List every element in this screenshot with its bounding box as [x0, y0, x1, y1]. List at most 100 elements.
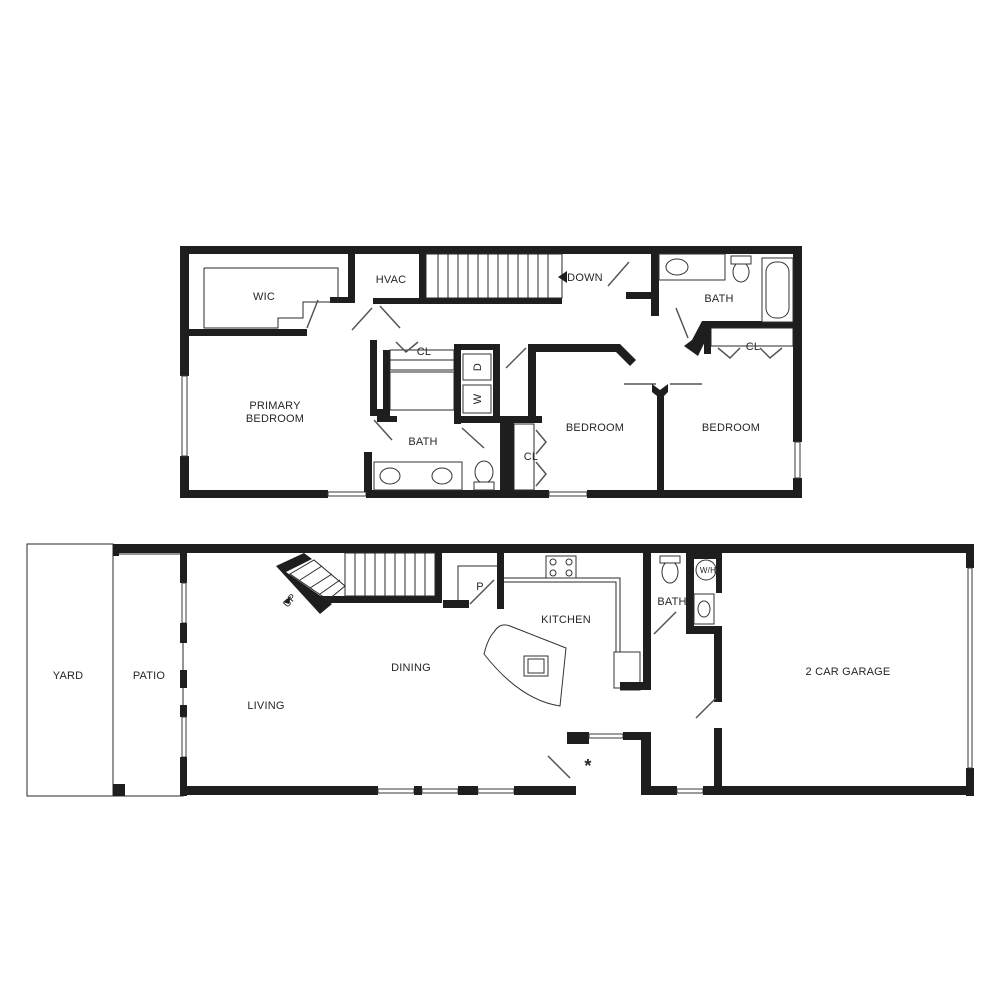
- lower-bath-sink-icon: [697, 600, 711, 618]
- wh-wall-right: [716, 553, 722, 593]
- lower-stair-outline: [344, 552, 436, 597]
- center-laundry-shelf: [389, 371, 455, 411]
- upper-wall-right-bottom: [793, 478, 802, 498]
- wic-wall-right: [348, 254, 355, 300]
- upper-stair-outline: [425, 253, 563, 299]
- wh-wall: [694, 553, 722, 559]
- small-cl-door: [535, 429, 547, 455]
- label-closet-right: CL: [746, 341, 760, 353]
- lower-wall-top: [113, 544, 974, 553]
- bedroom-center-wall-left: [528, 344, 536, 420]
- lower-bath-toilet-icon: [661, 560, 679, 584]
- upper-wall-bottom-a: [180, 490, 328, 498]
- label-kitchen: KITCHEN: [541, 614, 591, 626]
- lower-window-left-b: [181, 716, 187, 758]
- bath-tr-wall-left: [651, 254, 659, 316]
- lower-wall-bottom-b: [414, 786, 422, 795]
- label-primary-line1: PRIMARY: [249, 400, 301, 412]
- wic-wall-jog: [330, 297, 355, 303]
- bath-tr-tub-inner: [765, 261, 790, 319]
- hvac-door-2: [379, 305, 401, 329]
- kitchen-bath-wall: [643, 553, 651, 689]
- entry-marker: *: [584, 756, 591, 776]
- label-bath-center: BATH: [408, 436, 437, 448]
- center-closet-door: [395, 341, 419, 354]
- center-bath-door-a: [373, 419, 393, 441]
- label-wic: WIC: [253, 291, 275, 303]
- label-closet-center: CL: [417, 346, 431, 358]
- lower-wall-bottom-a: [180, 786, 378, 795]
- label-lower-bath: BATH: [657, 596, 686, 608]
- lower-wall-right-top: [966, 544, 974, 568]
- lower-wall-bottom-c: [458, 786, 478, 795]
- label-water-heater: W/H: [700, 566, 716, 575]
- upper-window-left: [181, 375, 188, 457]
- upper-wall-left-bottom: [180, 456, 189, 498]
- lower-stair-diag-wall: [276, 553, 332, 614]
- pantry-wall-right: [497, 553, 504, 609]
- upper-stair-wall: [426, 298, 562, 304]
- lower-wall-left-b: [180, 623, 187, 643]
- bath-tr-toilet-icon: [732, 261, 750, 283]
- center-bath-wall-top: [377, 416, 397, 422]
- lower-floor: [26, 543, 974, 797]
- hvac-wall-right: [419, 254, 426, 304]
- center-bath-wall-top2: [364, 452, 372, 492]
- upper-wall-top: [180, 246, 802, 254]
- lower-wall-right-bottom: [966, 768, 974, 796]
- hvac-door: [351, 307, 373, 331]
- small-cl-door-2: [535, 461, 547, 487]
- entry-wall-a: [567, 732, 589, 744]
- bath-tr-toilet-tank: [730, 255, 752, 265]
- label-bath-top-right: BATH: [704, 293, 733, 305]
- up-arrow-icon: [283, 596, 291, 604]
- lower-wall-left-d: [180, 705, 187, 717]
- lower-wall-bottom-e: [641, 786, 677, 795]
- kitchen-counter-inner: [504, 581, 617, 652]
- lower-bath-toilet-tank: [659, 555, 681, 564]
- lower-bath-wall-bottom: [686, 626, 722, 634]
- upper-stairs: [425, 253, 567, 304]
- center-wall-a: [370, 340, 377, 416]
- laundry-wall-left: [454, 344, 461, 424]
- down-arrow-icon: [558, 271, 567, 283]
- upper-window-bottom-a: [327, 491, 367, 497]
- bath-tr-wall-bottom: [702, 321, 802, 328]
- bath-tr-sink-icon: [665, 258, 689, 276]
- hvac-wall-bottom: [373, 298, 426, 304]
- lower-wall-patio-left: [113, 544, 119, 556]
- cl-right-outline: [710, 327, 794, 347]
- bath-tr-wall-jog: [626, 292, 656, 299]
- center-bath-toilet-icon: [474, 460, 494, 484]
- upper-wall-bottom-b: [366, 490, 549, 498]
- entry-door: [547, 755, 571, 779]
- small-cl-outline: [513, 423, 535, 491]
- dryer-icon: [462, 353, 492, 381]
- upper-wall-left-top: [180, 246, 189, 376]
- lower-window-bottom-e: [676, 788, 704, 794]
- laundry-wall-right: [493, 344, 500, 418]
- center-wall-b: [370, 409, 390, 416]
- lower-wall-left-e: [180, 757, 187, 796]
- laundry-wall-bottom: [454, 416, 542, 423]
- bedroom-center-wall-top: [528, 344, 636, 366]
- water-heater-icon: [695, 559, 717, 581]
- lower-window-left-a: [181, 582, 187, 624]
- lower-window-bottom-b: [421, 788, 459, 794]
- upper-window-right: [794, 441, 801, 479]
- center-bath-door-b: [461, 427, 485, 449]
- lower-window-bottom-a: [377, 788, 415, 794]
- lower-bath-door: [653, 611, 677, 635]
- pantry-wall-left: [443, 600, 469, 608]
- upper-wall-bottom-c: [587, 490, 802, 498]
- center-bath-sink-a-icon: [379, 467, 401, 485]
- lower-wall-patio-corner: [113, 784, 125, 796]
- pantry-door: [469, 579, 495, 605]
- wic-door: [306, 299, 319, 329]
- entry-wall-c: [641, 732, 651, 792]
- label-washer: W: [472, 393, 484, 404]
- upper-wall-right-top: [793, 246, 802, 442]
- label-bedroom-center: BEDROOM: [566, 422, 624, 434]
- label-stairs-up: UP: [281, 592, 299, 610]
